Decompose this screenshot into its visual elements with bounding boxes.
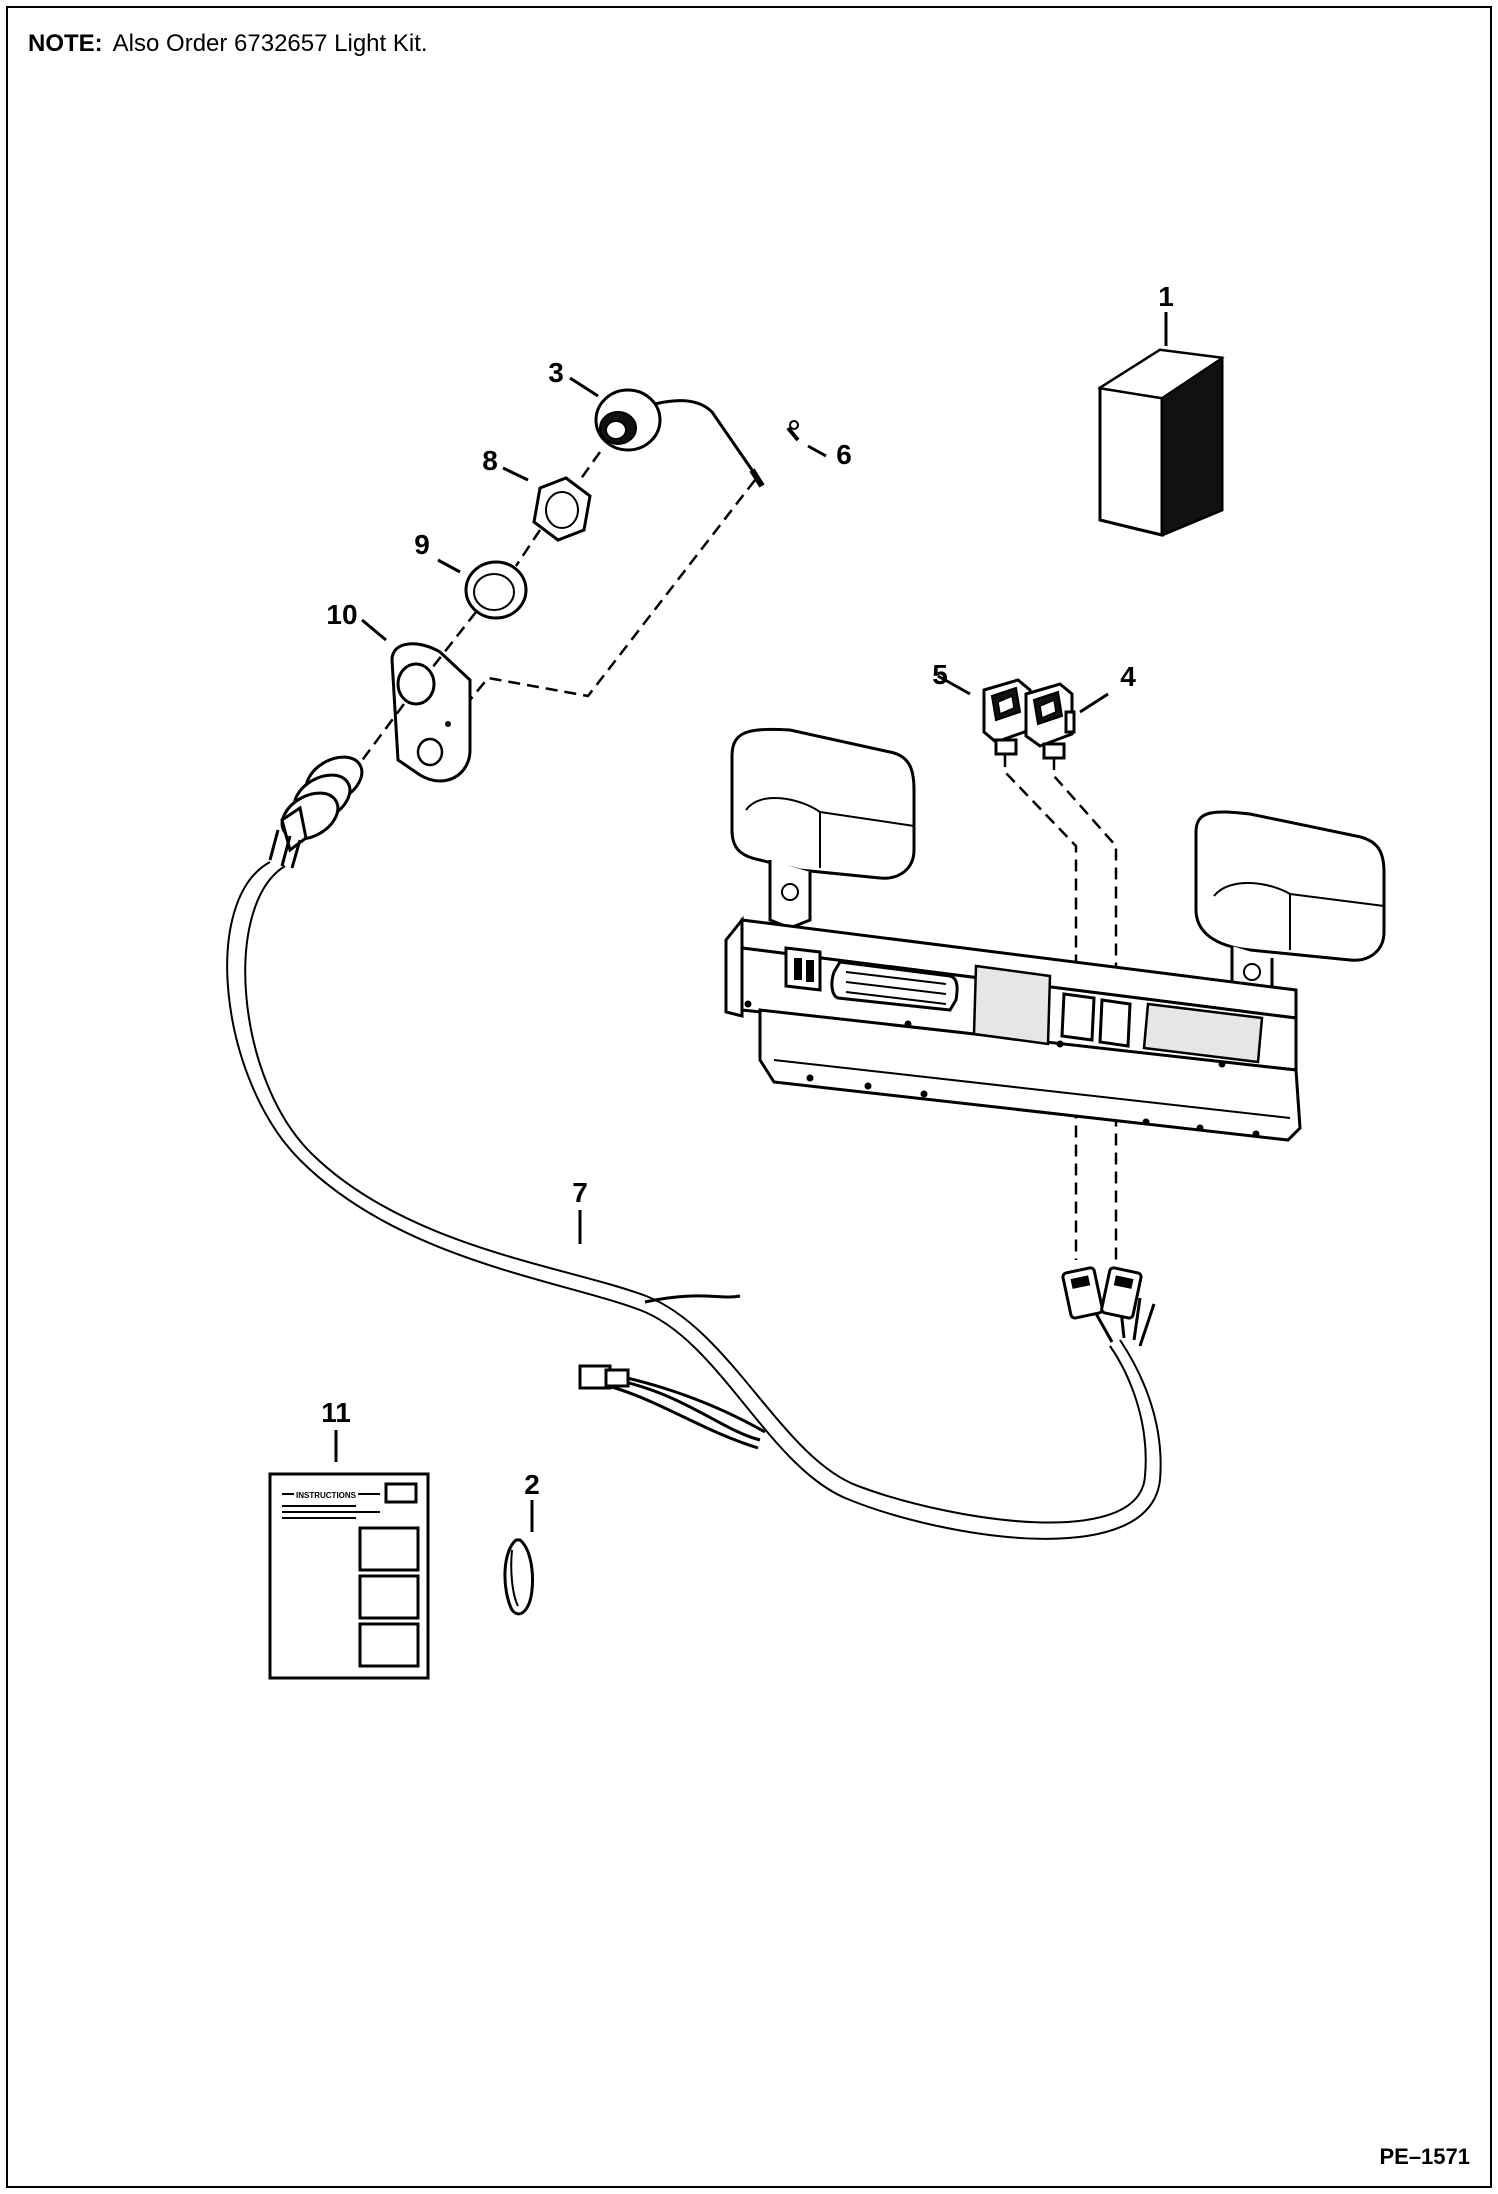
callout-5: 5: [932, 659, 948, 690]
part-10-bracket: [361, 618, 472, 783]
page-border: [6, 6, 1492, 2188]
part-5-switch: [937, 674, 1032, 756]
callout-3: 3: [548, 357, 564, 388]
callout-8: 8: [482, 445, 498, 476]
figure-id: PE–1571: [1379, 2144, 1470, 2169]
callout-4: 4: [1120, 661, 1136, 692]
callout-2: 2: [524, 1469, 540, 1500]
callout-9: 9: [414, 529, 430, 560]
light-bar-assembly: [724, 727, 1386, 1142]
note-label: NOTE:: [28, 30, 103, 57]
part-8-nut: [502, 466, 592, 542]
part-11-instructions: INSTRUCTIONS: [268, 1430, 430, 1680]
assembly-lines-top: [338, 451, 756, 791]
part-1-box: [1097, 312, 1225, 537]
callout-7: 7: [572, 1177, 588, 1208]
part-7-harness: [226, 755, 1162, 1540]
callout-1: 1: [1158, 281, 1174, 312]
callout-11: 11: [321, 1397, 351, 1428]
part-2-tie: [503, 1500, 534, 1616]
instructions-title: INSTRUCTIONS: [296, 1491, 357, 1500]
part-9-washer: [437, 558, 528, 620]
part-4-switch: [1024, 682, 1109, 760]
note-line: NOTE: Also Order 6732657 Light Kit.: [28, 30, 428, 58]
callout-10: 10: [326, 599, 357, 630]
part-6-screw: [786, 420, 827, 458]
callout-6: 6: [836, 439, 852, 470]
callouts: 1 2 3 4 5 6 7 8 9 10 11: [321, 281, 1174, 1500]
part-3-plug: [569, 376, 765, 488]
note-text: Also Order 6732657 Light Kit.: [112, 30, 428, 57]
